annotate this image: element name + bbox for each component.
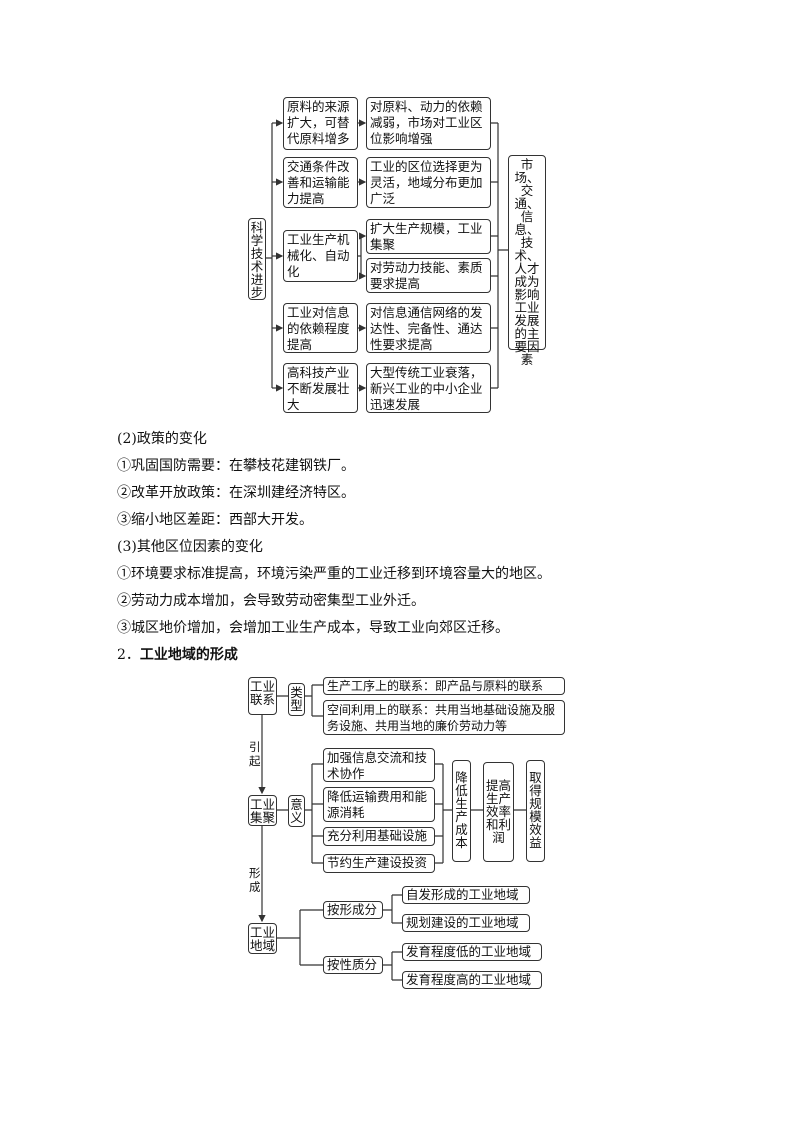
result-box: 市场、交通、信息、技术、人才成为影响工业发展的主要因素 <box>508 155 546 366</box>
industrial-link-box: 工业联系 <box>248 677 277 715</box>
cause-box: 原料的来源扩大，可替代原料增多 <box>283 97 358 150</box>
formation-box: 按形成分 <box>323 901 383 919</box>
type-item: 空间利用上的联系：共用当地基础设施及服务设施、共用当地的廉价劳动力等 <box>323 700 565 735</box>
cause-box: 工业对信息的依赖程度提高 <box>283 303 358 353</box>
effect-box: 大型传统工业衰落，新兴工业的中小企业迅速发展 <box>366 363 491 413</box>
arrow-label: 形成 <box>249 866 261 894</box>
text-line: ①环境要求标准提高，环境污染严重的工业迁移到环境容量大的地区。 <box>117 566 551 582</box>
meaning-item: 充分利用基础设施 <box>323 827 435 846</box>
meaning-item: 加强信息交流和技术协作 <box>323 748 435 782</box>
effect-box: 扩大生产规模，工业集聚 <box>366 219 491 254</box>
nature-item: 发育程度低的工业地域 <box>402 943 542 961</box>
nature-box: 按性质分 <box>323 956 383 974</box>
root-box: 科学技术进步 <box>248 218 266 300</box>
text-line: ②劳动力成本增加，会导致劳动密集型工业外迁。 <box>117 593 425 609</box>
nature-item: 发育程度高的工业地域 <box>402 971 542 989</box>
effect-box: 工业的区位选择更为灵活，地域分布更加广泛 <box>366 157 491 208</box>
text-line: ②改革开放政策：在深圳建经济特区。 <box>117 485 355 501</box>
text-line: ①巩固国防需要：在攀枝花建钢铁厂。 <box>117 458 355 474</box>
effect-box: 对原料、动力的依赖减弱，市场对工业区位影响增强 <box>366 97 491 150</box>
meaning-box: 意义 <box>288 795 305 827</box>
section-number: 2． <box>117 647 140 663</box>
text-line: ③缩小地区差距：西部大开发。 <box>117 512 313 528</box>
formation-item: 规划建设的工业地域 <box>402 914 530 932</box>
meaning-item: 节约生产建设投资 <box>323 854 435 873</box>
cause-box: 工业生产机械化、自动化 <box>283 230 358 282</box>
type-item: 生产工序上的联系：即产品与原料的联系 <box>323 677 565 695</box>
formation-item: 自发形成的工业地域 <box>402 886 530 904</box>
cause-box: 高科技产业不断发展壮大 <box>283 363 358 413</box>
text-line: ③城区地价增加，会增加工业生产成本，导致工业向郊区迁移。 <box>117 620 509 636</box>
chain-box: 取得规模效益 <box>526 760 545 862</box>
effect-box: 对信息通信网络的发达性、完备性、通达性要求提高 <box>366 303 491 353</box>
section-heading: (3)其他区位因素的变化 <box>117 539 263 555</box>
chain-box: 降低生产成本 <box>452 760 471 862</box>
section-title: 2．工业地域的形成 <box>117 644 238 664</box>
type-box: 类型 <box>288 683 305 716</box>
section-heading: (2)政策的变化 <box>117 431 207 447</box>
section-title-text: 工业地域的形成 <box>139 647 238 663</box>
meaning-item: 降低运输费用和能源消耗 <box>323 787 435 822</box>
region-box: 工业地域 <box>248 923 277 954</box>
effect-box: 对劳动力技能、素质要求提高 <box>366 258 491 293</box>
arrow-label: 引起 <box>249 740 261 768</box>
chain-box: 提高生产效率和利润 <box>483 762 514 862</box>
cluster-box: 工业集聚 <box>248 795 277 826</box>
cause-box: 交通条件改善和运输能力提高 <box>283 157 358 208</box>
